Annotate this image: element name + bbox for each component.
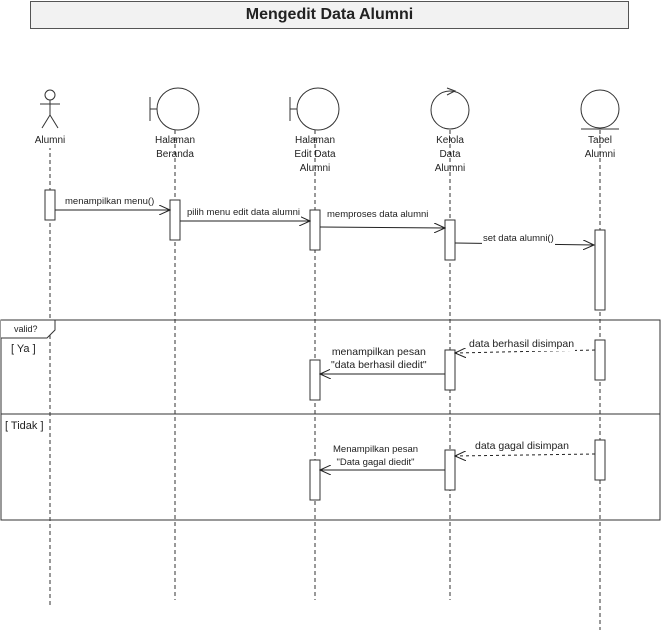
activation-bar: [44, 189, 56, 221]
participant-label-beranda: Halaman Beranda: [154, 135, 196, 160]
activation-bar: [309, 359, 321, 401]
guard-condition: [ Tidak ]: [5, 420, 44, 432]
return-arrow: [455, 350, 596, 353]
activation-bar: [594, 439, 606, 481]
participant-label-edit: Halaman Edit Data Alumni: [294, 135, 336, 174]
alt-frame-tag-box: [1, 319, 56, 339]
boundary-icon: [149, 87, 200, 131]
alt-frame: [0, 319, 661, 521]
diagram-title: Mengedit Data Alumni: [30, 1, 629, 29]
activation-bar: [309, 209, 321, 251]
message-label: menampilkan menu(): [64, 195, 156, 208]
message-label: memproses data alumni: [326, 208, 430, 221]
activation-bar: [309, 459, 321, 501]
participant-label-tabel: Tabel Alumni: [584, 135, 616, 160]
return-arrow: [455, 454, 596, 456]
activation-bar: [444, 349, 456, 391]
participant-label-kelola: Kelola Data Alumni: [434, 135, 466, 174]
message-label: pilih menu edit data alumni: [186, 206, 302, 219]
message-label: data berhasil disimpan: [468, 338, 576, 351]
message-arrow: [319, 227, 445, 228]
entity-icon: [580, 89, 620, 130]
boundary-icon: [289, 87, 340, 131]
actor-icon: [40, 89, 60, 129]
activation-bar: [594, 229, 606, 311]
control-icon: [430, 87, 470, 130]
activation-bar: [444, 449, 456, 491]
message-label: Menampilkan pesan "Data gagal diedit": [332, 443, 420, 469]
message-label: set data alumni(): [482, 232, 555, 245]
activation-bar: [169, 199, 181, 241]
message-label: data gagal disimpan: [474, 440, 570, 453]
guard-condition: [ Ya ]: [11, 343, 36, 355]
alt-frame-tag: valid?: [14, 324, 38, 334]
activation-bar: [444, 219, 456, 261]
activation-bar: [594, 339, 606, 381]
participant-label-alumni: Alumni: [28, 134, 72, 148]
message-label: menampilkan pesan "data berhasil diedit": [330, 346, 428, 372]
